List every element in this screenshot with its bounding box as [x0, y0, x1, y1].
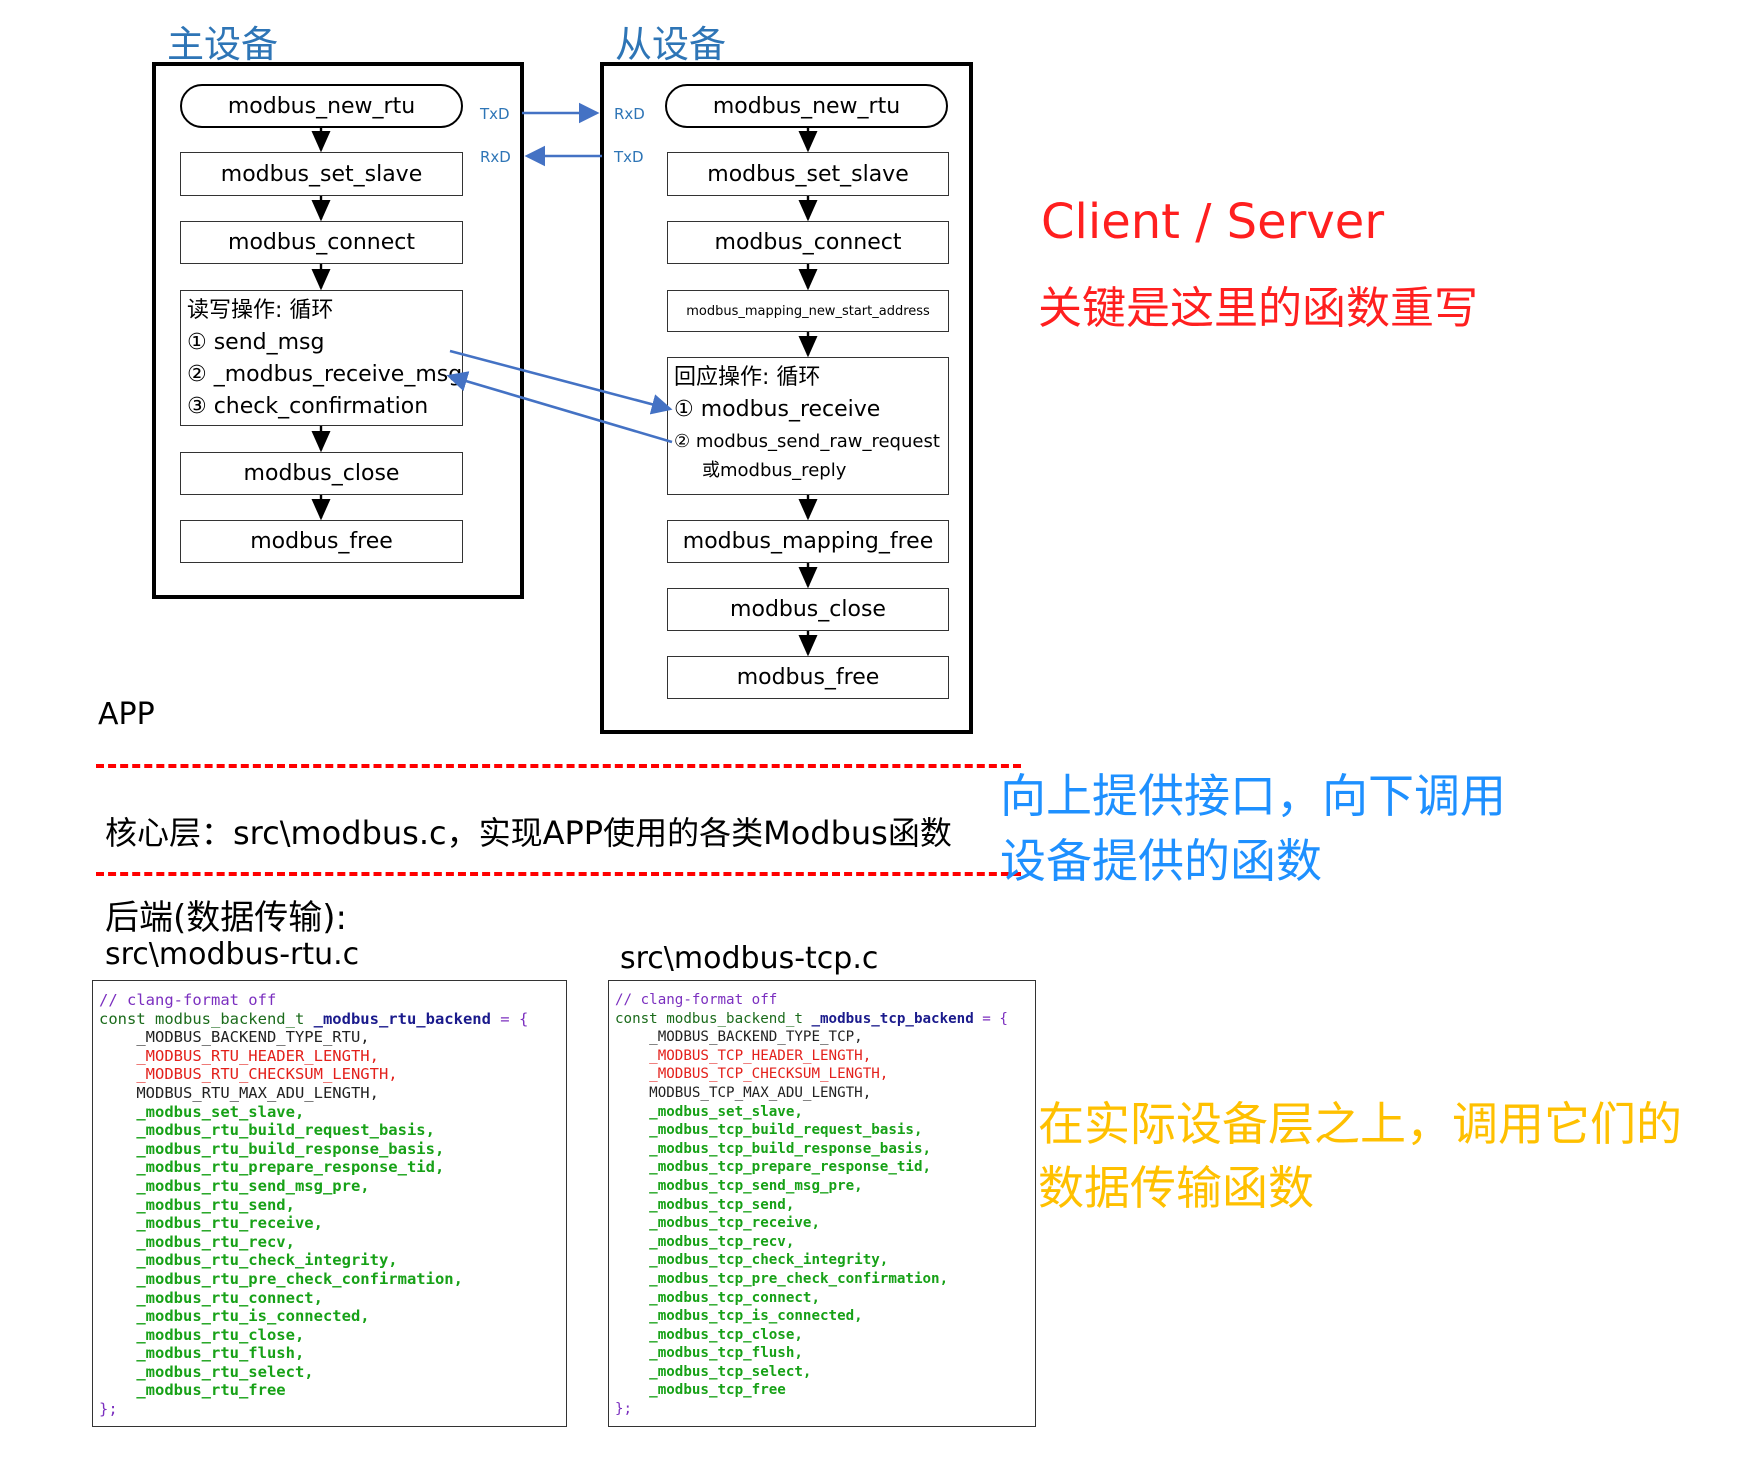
code-function: _modbus_rtu_prepare_response_tid,: [136, 1158, 445, 1177]
code-comment: // clang-format off: [615, 992, 778, 1008]
code-decl-eq: = {: [490, 1009, 529, 1028]
transport-note-line1: 在实际设备层之上，调用它们的: [1038, 1097, 1682, 1151]
code-function: _modbus_rtu_flush,: [136, 1344, 305, 1363]
slave-txd-label: TxD: [614, 148, 644, 166]
master-step-close: modbus_close: [180, 452, 463, 495]
code-function: _modbus_tcp_pre_check_confirmation,: [649, 1270, 949, 1287]
code-header-length: _MODBUS_TCP_HEADER_LENGTH,: [649, 1047, 872, 1064]
slave-step-set-slave: modbus_set_slave: [667, 152, 949, 196]
code-function: _modbus_tcp_send,: [649, 1196, 795, 1213]
layer-divider-bottom: [96, 872, 1021, 876]
rtu-filename: src\modbus-rtu.c: [105, 937, 360, 972]
master-step-set-slave: modbus_set_slave: [180, 152, 463, 196]
code-function: _modbus_tcp_send_msg_pre,: [649, 1177, 863, 1194]
code-type-line: _MODBUS_BACKEND_TYPE_TCP,: [649, 1029, 863, 1046]
code-function: _modbus_rtu_select,: [136, 1362, 314, 1381]
slave-loop-box: 回应操作: 循环 ① modbus_receive ② modbus_send_…: [667, 357, 949, 495]
code-function: _modbus_rtu_build_response_basis,: [136, 1139, 445, 1158]
code-function: _modbus_set_slave,: [136, 1102, 305, 1121]
code-function: _modbus_rtu_close,: [136, 1325, 305, 1344]
slave-step-mapping-free: modbus_mapping_free: [667, 520, 949, 563]
code-function: _modbus_rtu_check_integrity,: [136, 1251, 398, 1270]
code-function: _modbus_tcp_build_response_basis,: [649, 1140, 932, 1157]
slave-step-free: modbus_free: [667, 656, 949, 699]
tcp-code-block: // clang-format off const modbus_backend…: [608, 980, 1036, 1427]
code-checksum-length: _MODBUS_RTU_CHECKSUM_LENGTH,: [136, 1065, 398, 1084]
slave-step-mapping-new: modbus_mapping_new_start_address: [667, 290, 949, 332]
core-layer-label: 核心层：src\modbus.c，实现APP使用的各类Modbus函数: [105, 814, 952, 852]
code-type-line: _MODBUS_BACKEND_TYPE_RTU,: [136, 1028, 370, 1047]
code-function: _modbus_tcp_connect,: [649, 1289, 821, 1306]
code-function: _modbus_rtu_free: [136, 1381, 286, 1400]
slave-loop-item: ① modbus_receive: [674, 397, 881, 422]
code-function: _modbus_tcp_receive,: [649, 1215, 821, 1232]
code-checksum-length: _MODBUS_TCP_CHECKSUM_LENGTH,: [649, 1066, 889, 1083]
code-function: _modbus_tcp_build_request_basis,: [649, 1122, 923, 1139]
code-decl-const: const modbus_backend_t: [615, 1010, 812, 1027]
code-max-adu-length: MODBUS_RTU_MAX_ADU_LENGTH,: [136, 1083, 379, 1102]
master-step-connect: modbus_connect: [180, 221, 463, 264]
tcp-filename: src\modbus-tcp.c: [620, 941, 879, 976]
master-txd-label: TxD: [480, 105, 510, 123]
code-closing: };: [615, 1401, 633, 1418]
interface-note-line2: 设备提供的函数: [1000, 834, 1322, 888]
code-decl-eq: = {: [973, 1010, 1008, 1027]
code-header-length: _MODBUS_RTU_HEADER_LENGTH,: [136, 1046, 379, 1065]
code-function: _modbus_rtu_pre_check_confirmation,: [136, 1269, 463, 1288]
code-function: _modbus_rtu_receive,: [136, 1214, 323, 1233]
code-function: _modbus_tcp_prepare_response_tid,: [649, 1159, 932, 1176]
code-function: _modbus_tcp_flush,: [649, 1345, 803, 1362]
master-loop-item: ② _modbus_receive_msg: [187, 362, 463, 387]
code-closing: };: [99, 1400, 118, 1419]
slave-title: 从设备: [615, 23, 726, 66]
code-function: _modbus_rtu_send,: [136, 1195, 295, 1214]
app-layer-label: APP: [98, 697, 155, 732]
code-function: _modbus_rtu_connect,: [136, 1288, 323, 1307]
slave-rxd-label: RxD: [614, 105, 645, 123]
code-function: _modbus_tcp_free: [649, 1382, 786, 1399]
code-max-adu-length: MODBUS_TCP_MAX_ADU_LENGTH,: [649, 1084, 872, 1101]
master-step-free: modbus_free: [180, 520, 463, 563]
code-function: _modbus_rtu_build_request_basis,: [136, 1121, 435, 1140]
layer-divider-top: [96, 764, 1021, 768]
master-loop-item: ① send_msg: [187, 330, 325, 355]
code-function: _modbus_rtu_send_msg_pre,: [136, 1176, 370, 1195]
code-function: _modbus_tcp_is_connected,: [649, 1308, 863, 1325]
master-rxd-label: RxD: [480, 148, 511, 166]
slave-loop-title: 回应操作: 循环: [674, 365, 821, 390]
serial-link-arrows: [446, 102, 673, 444]
client-server-label: Client / Server: [1041, 194, 1385, 250]
master-step-new-rtu: modbus_new_rtu: [180, 84, 463, 128]
backend-layer-label: 后端(数据传输):: [105, 898, 347, 938]
master-title: 主设备: [167, 23, 278, 66]
master-loop-item: ③ check_confirmation: [187, 394, 429, 419]
code-function: _modbus_set_slave,: [649, 1103, 803, 1120]
master-loop-title: 读写操作: 循环: [187, 298, 334, 323]
slave-step-connect: modbus_connect: [667, 221, 949, 264]
code-function: _modbus_tcp_check_integrity,: [649, 1252, 889, 1269]
rtu-code-block: // clang-format off const modbus_backend…: [92, 980, 567, 1427]
transport-note-line2: 数据传输函数: [1038, 1161, 1314, 1215]
slave-step-close: modbus_close: [667, 588, 949, 631]
master-loop-box: 读写操作: 循环 ① send_msg ② _modbus_receive_ms…: [180, 290, 463, 426]
slave-step-new-rtu: modbus_new_rtu: [665, 84, 948, 128]
slave-loop-item: ② modbus_send_raw_request: [674, 431, 940, 452]
code-comment: // clang-format off: [99, 991, 277, 1009]
slave-loop-item: 或modbus_reply: [702, 460, 847, 481]
rewrite-note: 关键是这里的函数重写: [1038, 283, 1478, 334]
interface-note-line1: 向上提供接口，向下调用: [1000, 769, 1506, 823]
code-decl-name: _modbus_tcp_backend: [811, 1010, 974, 1027]
code-decl-name: _modbus_rtu_backend: [313, 1009, 491, 1028]
code-function: _modbus_tcp_close,: [649, 1326, 803, 1343]
code-function: _modbus_rtu_recv,: [136, 1232, 295, 1251]
code-function: _modbus_rtu_is_connected,: [136, 1307, 370, 1326]
code-function: _modbus_tcp_select,: [649, 1363, 812, 1380]
code-function: _modbus_tcp_recv,: [649, 1233, 795, 1250]
code-decl-const: const modbus_backend_t: [99, 1009, 314, 1028]
